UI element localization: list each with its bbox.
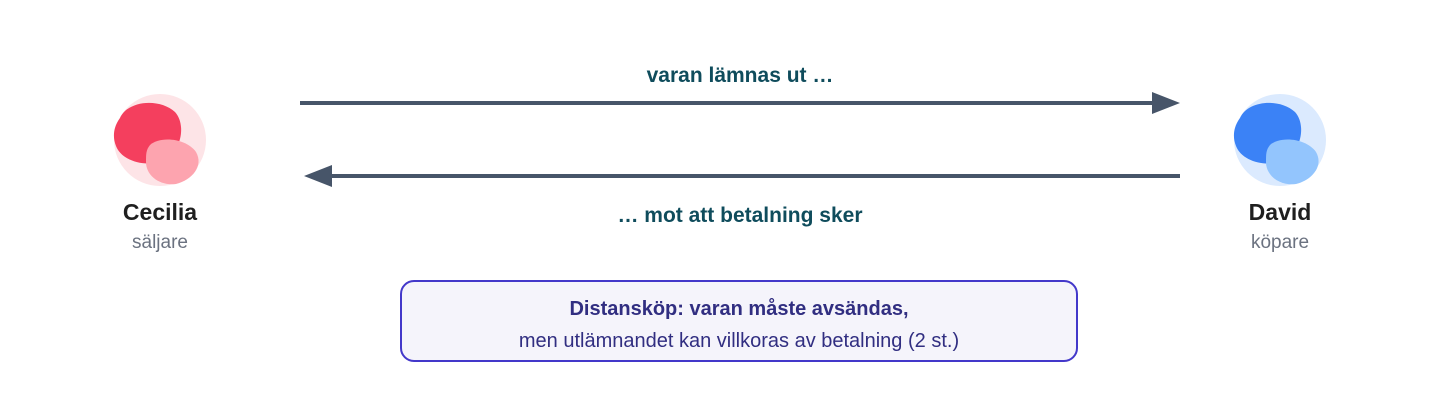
seller-avatar-accent-shape (146, 139, 199, 185)
note-subtitle: men utlämnandet kan villkoras av betalni… (518, 330, 960, 352)
goods-arrow-head-icon (1152, 92, 1180, 114)
seller-avatar-icon (113, 94, 206, 186)
goods-arrow (300, 92, 1180, 114)
seller-role: säljare (132, 232, 188, 253)
buyer-avatar-accent-shape (1266, 139, 1319, 185)
buyer-name: David (1248, 199, 1312, 225)
payment-arrow-head-icon (304, 165, 332, 187)
buyer-avatar-icon (1233, 94, 1326, 186)
payment-flow-label: … mot att betalning sker (617, 204, 863, 227)
goods-flow-label: varan lämnas ut … (646, 64, 834, 87)
payment-arrow (304, 165, 1180, 187)
seller-name: Cecilia (122, 199, 198, 225)
note-title: Distansköp: varan måste avsändas, (569, 298, 909, 320)
distance-purchase-note: Distansköp: varan måste avsändas, men ut… (400, 280, 1078, 362)
buyer-role: köpare (1250, 232, 1310, 253)
